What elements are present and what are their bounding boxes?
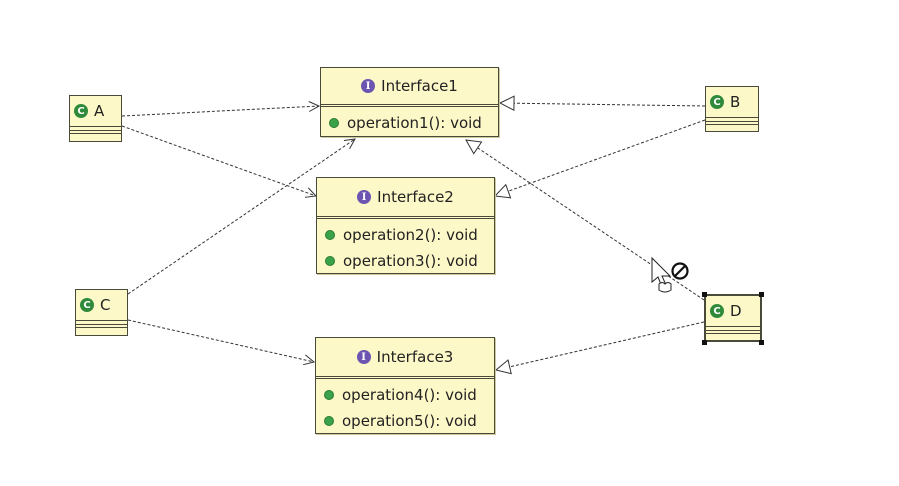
interface3-header: I Interface3 [316, 338, 494, 379]
class-icon: C [80, 298, 94, 312]
public-method-icon [329, 118, 339, 128]
public-method-icon [325, 230, 335, 240]
class-d-name: D [730, 302, 742, 320]
class-b-header: C B [706, 87, 758, 117]
public-method-icon [325, 256, 335, 266]
selection-handle-top-left[interactable] [702, 292, 707, 297]
operation-row[interactable]: operation2(): void [317, 222, 494, 248]
interface1-box[interactable]: I Interface1 operation1(): void [320, 67, 499, 137]
dependency-a-interface2[interactable] [121, 125, 316, 196]
class-b-name: B [730, 93, 741, 111]
class-icon: C [710, 304, 724, 318]
operation-row[interactable]: operation3(): void [317, 248, 494, 274]
operation-row[interactable]: operation1(): void [321, 110, 498, 136]
class-d-box[interactable]: C D [704, 294, 762, 342]
interface1-name: Interface1 [381, 77, 458, 95]
selection-handle-top-right[interactable] [759, 292, 764, 297]
dependency-c-interface3[interactable] [127, 319, 314, 362]
selection-handle-bottom-left[interactable] [702, 340, 707, 345]
interface1-operations: operation1(): void [321, 107, 498, 136]
realization-d-interface3[interactable] [496, 321, 705, 370]
class-d-header: C D [706, 296, 760, 326]
dependency-a-interface1[interactable] [121, 106, 319, 117]
selection-handle-bottom-right[interactable] [759, 340, 764, 345]
interface2-box[interactable]: I Interface2 operation2(): void operatio… [316, 177, 495, 274]
class-b-compartments [706, 117, 758, 122]
operation-row[interactable]: operation4(): void [316, 382, 494, 408]
interface2-name: Interface2 [377, 188, 454, 206]
class-c-compartments [76, 320, 127, 325]
not-allowed-icon [671, 262, 689, 280]
interface3-box[interactable]: I Interface3 operation4(): void operatio… [315, 337, 495, 434]
public-method-icon [324, 390, 334, 400]
realization-b-interface1[interactable] [500, 103, 706, 106]
interface-icon: I [356, 350, 371, 364]
interface3-operations: operation4(): void operation5(): void [316, 379, 494, 434]
class-b-box[interactable]: C B [705, 86, 759, 132]
class-a-compartments [70, 126, 121, 131]
interface-icon: I [357, 190, 372, 204]
interface-icon: I [361, 79, 376, 93]
class-icon: C [74, 104, 88, 118]
class-c-header: C C [76, 290, 127, 320]
class-d-compartments [706, 326, 760, 331]
interface2-operations: operation2(): void operation3(): void [317, 219, 494, 274]
class-c-name: C [100, 296, 111, 314]
interface2-header: I Interface2 [317, 178, 494, 219]
class-c-box[interactable]: C C [75, 289, 128, 336]
class-a-name: A [94, 102, 105, 120]
class-a-header: C A [70, 96, 121, 126]
public-method-icon [324, 416, 334, 426]
interface1-header: I Interface1 [321, 68, 498, 107]
interface3-name: Interface3 [376, 348, 454, 366]
mouse-cursor-icon [651, 256, 672, 293]
realization-b-interface2[interactable] [495, 119, 706, 196]
class-icon: C [710, 95, 724, 109]
operation-row[interactable]: operation5(): void [316, 408, 494, 434]
dependency-c-interface1[interactable] [127, 139, 355, 295]
class-a-box[interactable]: C A [69, 95, 122, 142]
